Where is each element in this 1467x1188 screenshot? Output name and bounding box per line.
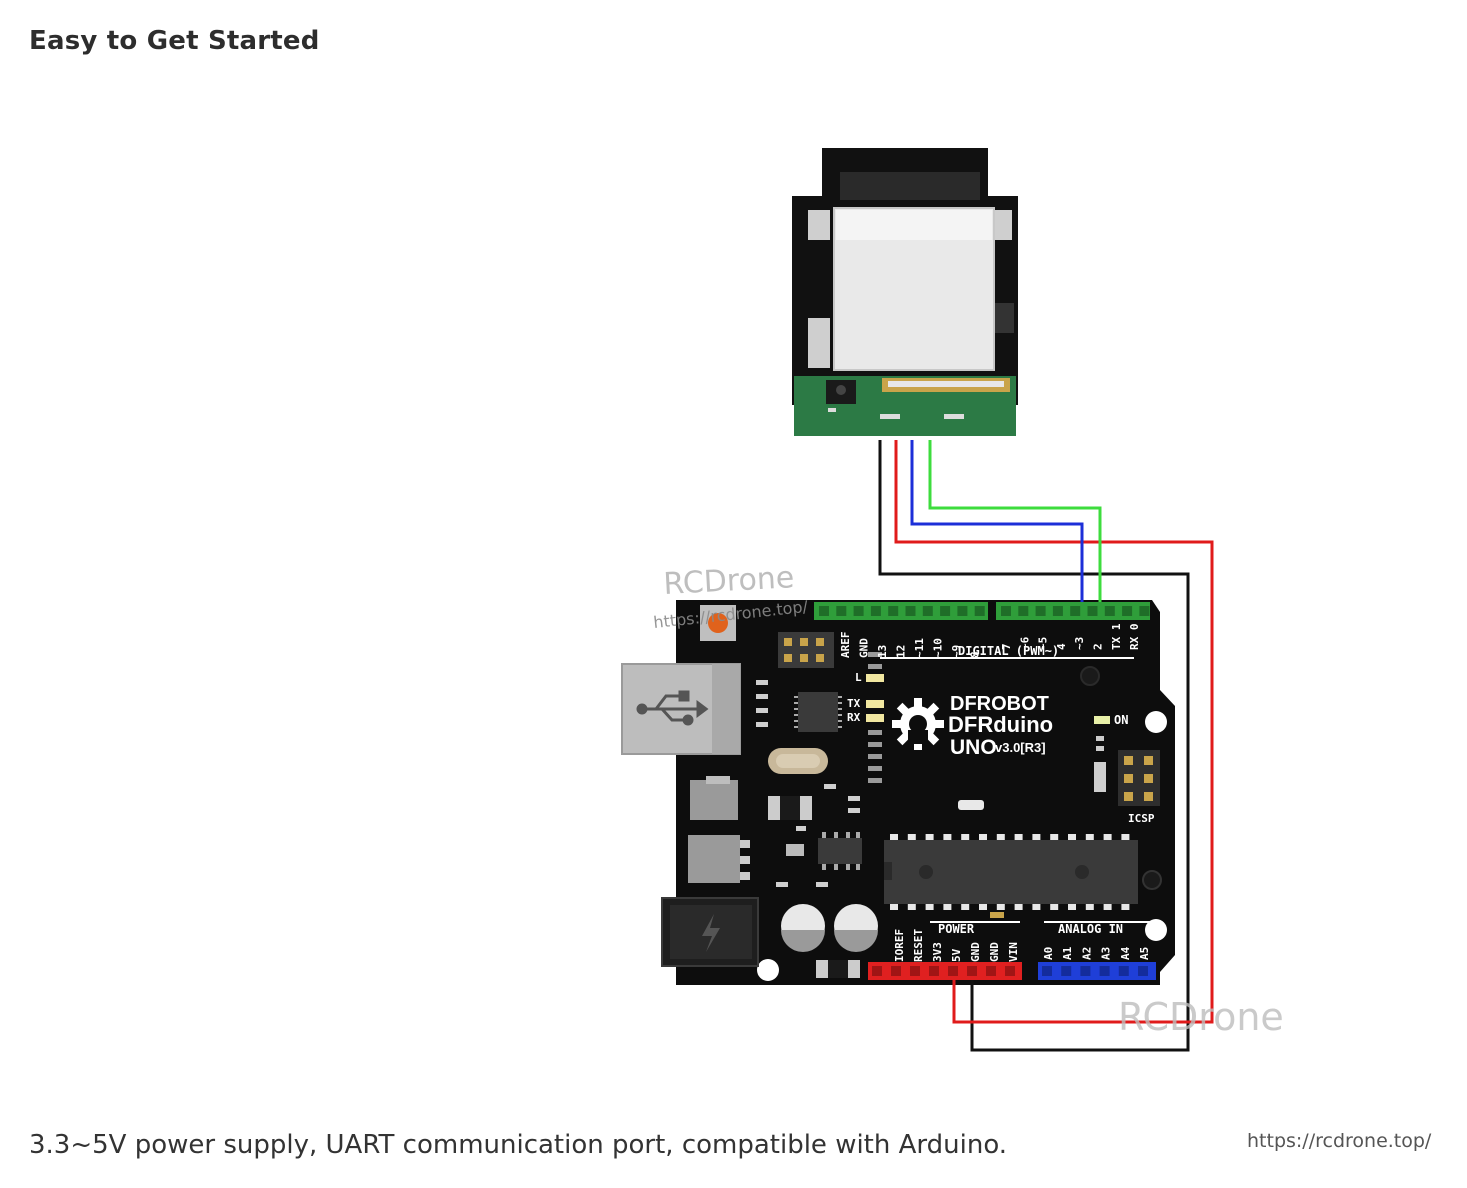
header-pin-hole xyxy=(974,606,985,616)
header-pin-hole xyxy=(870,606,881,616)
header-pin-hole xyxy=(1104,606,1115,616)
rx-led-label: RX xyxy=(847,711,861,724)
tx-led-label: TX xyxy=(847,697,861,710)
pin-label: A0 xyxy=(1042,947,1055,960)
header-pin-hole xyxy=(1018,606,1029,616)
header-pin-hole xyxy=(1139,606,1150,616)
pin-label: A4 xyxy=(1119,946,1132,960)
watermark-brand-top: RCDrone xyxy=(663,560,796,602)
header-pin-hole xyxy=(929,966,939,976)
pin-label: AREF xyxy=(839,632,852,659)
header-pin-hole xyxy=(1042,966,1052,976)
header-pin-hole xyxy=(948,966,958,976)
section-title: Easy to Get Started xyxy=(29,26,320,56)
pin-label: ~6 xyxy=(1018,636,1031,650)
pin-label: RESET xyxy=(912,929,925,962)
header-pin-hole xyxy=(1052,606,1063,616)
header-pin-hole xyxy=(1061,966,1072,976)
wire-black-gnd xyxy=(878,440,1190,1052)
pin-label: TX 1 xyxy=(1110,623,1123,650)
pin-label: A2 xyxy=(1080,947,1093,960)
pin-label: GND xyxy=(988,942,1001,962)
board-brand-line2: DFRduino xyxy=(948,712,1053,737)
watermark-brand-bottom: RCDrone xyxy=(1118,995,1284,1039)
analog-header-label: ANALOG IN xyxy=(1058,922,1123,936)
header-pin-hole xyxy=(891,966,901,976)
pin-label: A5 xyxy=(1138,947,1151,960)
watermark-url-bottom: https://rcdrone.top/ xyxy=(1247,1130,1432,1152)
header-pin-hole xyxy=(957,606,968,616)
header-pin-hole xyxy=(853,606,864,616)
dfrobot-logo-icon xyxy=(892,698,944,750)
board-model: UNO xyxy=(950,736,997,759)
pin-label: ~11 xyxy=(913,638,926,658)
pin-label: A1 xyxy=(1061,946,1074,960)
pin-label: 13 xyxy=(876,645,889,658)
pin-label: A3 xyxy=(1100,947,1113,960)
pin-label: ~3 xyxy=(1073,637,1086,650)
sensor-module xyxy=(792,148,1018,436)
l-led-label: L xyxy=(855,671,862,684)
digital-pin-labels: AREF GND 13 12 ~11 ~10 ~9 8 7 ~6 ~5 4 ~3 2 TX 1 RX 0 xyxy=(839,623,1141,658)
caption-text: 3.3~5V power supply, UART communication … xyxy=(29,1130,1008,1160)
header-pin-hole xyxy=(1035,606,1046,616)
icsp-label: ICSP xyxy=(1128,812,1155,825)
board-version: v3.0[R3] xyxy=(995,740,1046,755)
power-jack-icon xyxy=(702,914,720,952)
header-pin-hole xyxy=(905,606,916,616)
pin-label: 3V3 xyxy=(931,942,944,962)
digital-header-label: DIGITAL (PWM~) xyxy=(958,644,1059,658)
header-pin-hole xyxy=(872,966,882,976)
arduino-board: DFROBOT DFRduino UNO v3.0[R3] ON L TX RX… xyxy=(621,600,1175,985)
header-pin-hole xyxy=(910,966,920,976)
power-header-label: POWER xyxy=(938,922,975,936)
pin-label: 4 xyxy=(1055,643,1068,650)
header-pin-hole xyxy=(1005,966,1015,976)
pin-label: VIN xyxy=(1007,942,1020,962)
wire-red-5v xyxy=(894,440,1214,1024)
header-pin-hole xyxy=(1099,966,1110,976)
power-pin-labels: IOREF RESET 3V3 5V GND GND VIN xyxy=(893,929,1020,962)
on-label: ON xyxy=(1114,713,1128,727)
pin-label: 8 xyxy=(969,651,982,658)
pin-label: 2 xyxy=(1092,643,1105,650)
header-pin-hole xyxy=(1122,606,1133,616)
pin-label: 5V xyxy=(950,948,963,962)
header-pin-hole xyxy=(1087,606,1098,616)
header-pin-hole xyxy=(1001,606,1011,616)
pin-label: 12 xyxy=(895,645,908,658)
pin-label: GND xyxy=(969,942,982,962)
header-pin-hole xyxy=(819,606,829,616)
pin-label: GND xyxy=(858,638,871,658)
pin-label: ~9 xyxy=(950,645,963,658)
pin-label: ~10 xyxy=(932,638,945,658)
header-pin-hole xyxy=(836,606,847,616)
pin-label: 7 xyxy=(1000,643,1013,650)
header-pin-hole xyxy=(888,606,899,616)
board-brand-line1: DFROBOT xyxy=(950,693,1049,715)
wire-blue-pin3 xyxy=(910,440,1084,602)
header-pin-hole xyxy=(1138,966,1148,976)
pin-label: ~5 xyxy=(1037,637,1050,650)
header-pin-hole xyxy=(967,966,977,976)
pin-label: IOREF xyxy=(893,929,906,962)
header-pin-hole xyxy=(922,606,933,616)
header-pin-hole xyxy=(986,966,996,976)
pin-label: RX 0 xyxy=(1128,624,1141,651)
analog-pin-labels: A0 A1 A2 A3 A4 A5 xyxy=(1042,946,1151,960)
header-pin-hole xyxy=(1070,606,1081,616)
header-pin-hole xyxy=(1118,966,1129,976)
wire-green-pin2 xyxy=(928,440,1102,602)
header-pin-hole xyxy=(1080,966,1091,976)
usb-icon xyxy=(636,690,709,726)
header-pin-hole xyxy=(940,606,951,616)
wires xyxy=(878,440,1214,1052)
